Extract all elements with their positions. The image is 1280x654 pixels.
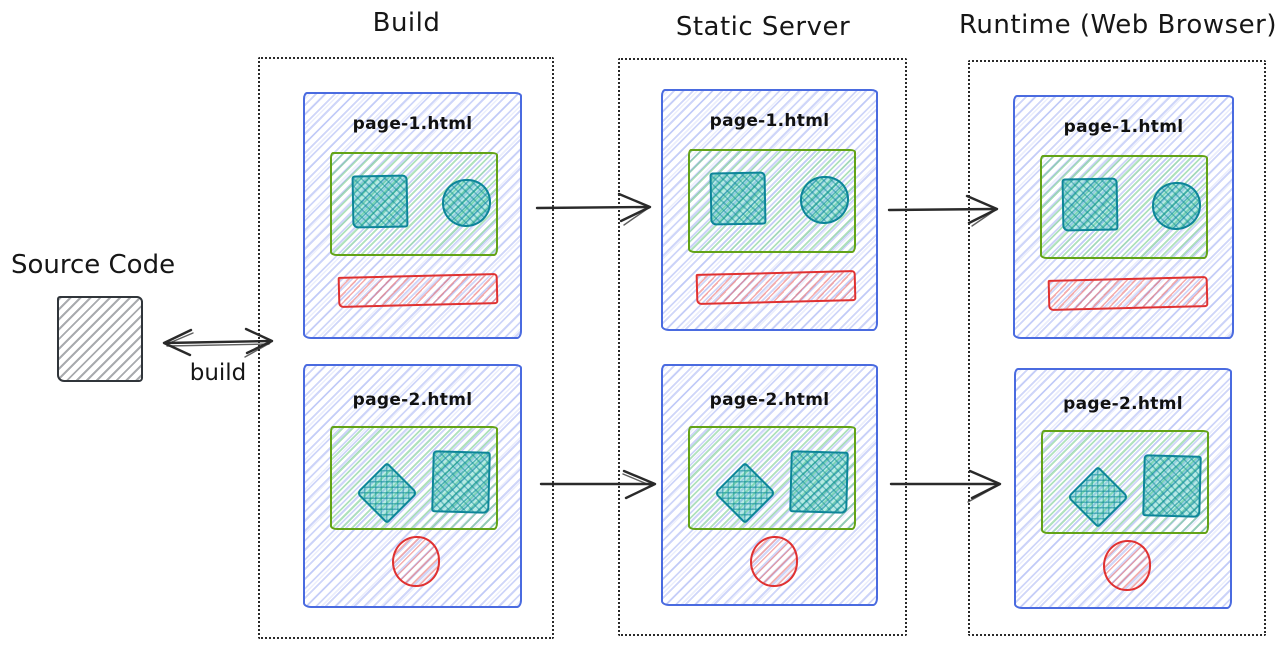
content-block [1040, 155, 1208, 259]
section-title-build: Build [372, 8, 441, 38]
page-card-runtime-2: page-2.html [1014, 368, 1232, 609]
page-card-server-2: page-2.html [661, 364, 878, 606]
page-filename: page-1.html [352, 114, 473, 134]
page-filename: page-1.html [709, 111, 830, 131]
page-filename: page-2.html [709, 390, 830, 410]
teal-diamond-shape [713, 461, 777, 525]
arrow-server-to-runtime-top-icon [887, 194, 999, 227]
teal-diamond-shape [1066, 465, 1130, 529]
red-circle-shape [1103, 540, 1151, 591]
red-bar-shape [695, 270, 857, 305]
page-filename: page-1.html [1063, 117, 1184, 137]
source-code-box [57, 296, 143, 382]
red-bar-shape [1047, 276, 1209, 311]
red-bar-shape [337, 273, 499, 308]
page-card-runtime-1: page-1.html [1013, 95, 1234, 339]
build-section-box [258, 57, 554, 639]
content-block [688, 426, 856, 530]
build-double-arrow-icon [162, 327, 274, 358]
red-circle-shape [750, 536, 798, 587]
page-card-build-1: page-1.html [303, 92, 522, 339]
teal-square-shape [351, 174, 409, 229]
content-block [330, 152, 498, 256]
page-filename: page-2.html [352, 390, 473, 410]
arrow-build-to-server-bottom-icon [539, 469, 657, 500]
content-block [1041, 430, 1209, 534]
source-code-label: Source Code [10, 250, 176, 280]
runtime-section-box [968, 60, 1266, 636]
section-title-runtime: Runtime (Web Browser) [959, 10, 1277, 40]
teal-square-shape [1061, 177, 1119, 232]
page-card-build-2: page-2.html [303, 364, 522, 608]
teal-diamond-shape [355, 461, 419, 525]
page-card-server-1: page-1.html [661, 89, 878, 331]
build-arrow-label: build [189, 360, 247, 386]
arrow-server-to-runtime-bottom-icon [889, 469, 1002, 503]
teal-square-shape [709, 171, 767, 226]
teal-square-shape [1142, 454, 1202, 518]
teal-circle-shape [1152, 182, 1201, 230]
content-block [688, 149, 856, 253]
content-block [330, 426, 498, 530]
section-title-static-server: Static Server [675, 12, 851, 42]
teal-square-shape [789, 450, 849, 514]
teal-circle-shape [800, 176, 849, 224]
page-filename: page-2.html [1063, 394, 1183, 414]
arrow-build-to-server-top-icon [535, 192, 652, 226]
teal-square-shape [431, 450, 491, 514]
static-server-section-box [618, 58, 907, 636]
red-circle-shape [392, 536, 440, 587]
teal-circle-shape [442, 179, 491, 227]
